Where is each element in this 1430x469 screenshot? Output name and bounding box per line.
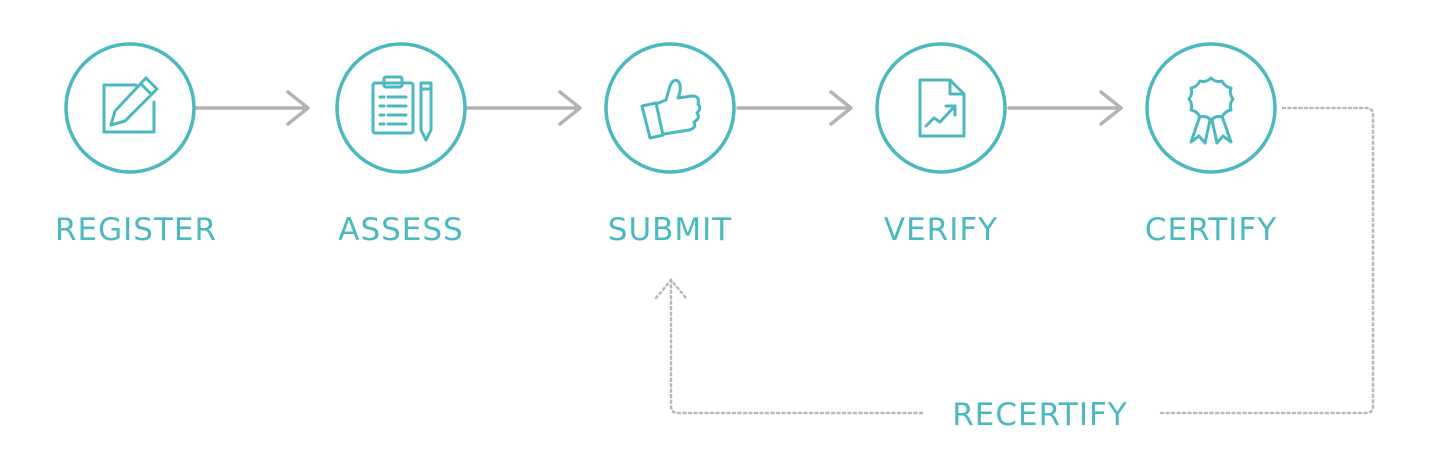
step-circle — [875, 42, 1007, 174]
step-label: ASSESS — [338, 212, 464, 248]
arrow-register-to-assess — [194, 90, 310, 126]
step-circle — [64, 42, 196, 174]
recertify-loop — [654, 106, 1375, 415]
step-label: REGISTER — [55, 212, 217, 248]
arrow-assess-to-submit — [465, 90, 582, 126]
step-certify: CERTIFY — [1145, 42, 1277, 248]
recertify-label: RECERTIFY — [952, 397, 1128, 433]
step-label: VERIFY — [884, 212, 998, 248]
step-submit: SUBMIT — [604, 42, 736, 248]
step-circle — [604, 42, 736, 174]
loop-arrowhead — [654, 278, 688, 300]
step-circle — [1145, 42, 1277, 174]
thumbs-up-icon — [640, 78, 702, 140]
step-verify: VERIFY — [875, 42, 1007, 248]
step-label: SUBMIT — [608, 212, 733, 248]
step-connectors — [194, 90, 1123, 126]
edit-icon — [102, 76, 159, 134]
arrow-submit-to-verify — [736, 90, 853, 126]
loop-path-left — [669, 278, 924, 415]
report-chart-icon — [918, 78, 966, 138]
step-circle — [335, 42, 467, 174]
clipboard-icon — [371, 75, 433, 142]
loop-path-right — [1156, 106, 1375, 415]
step-register: REGISTER — [55, 42, 217, 248]
award-ribbon-icon — [1187, 76, 1235, 145]
arrow-verify-to-certify — [1007, 90, 1123, 126]
step-label: CERTIFY — [1145, 212, 1277, 248]
step-assess: ASSESS — [335, 42, 467, 248]
